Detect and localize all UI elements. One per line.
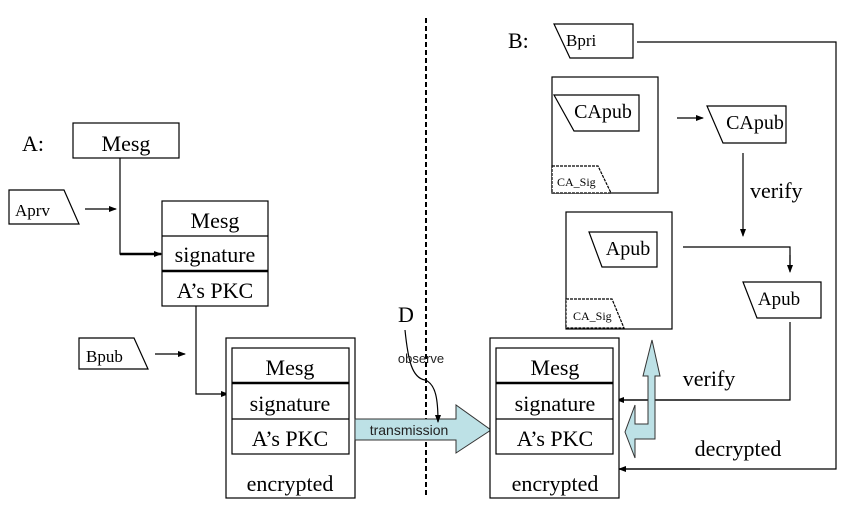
a-extract-line: [683, 246, 791, 270]
eavesdropper-d: D: [398, 302, 414, 327]
verify-ca-label: verify: [750, 178, 803, 203]
a-signed-packet: Mesg signature A’s PKC: [161, 200, 269, 307]
pkc-extract-arrow: [624, 339, 661, 459]
transmission-label: transmission: [370, 422, 449, 438]
enc-caption: encrypted: [247, 471, 334, 496]
recv-signature-row: signature: [515, 391, 596, 416]
encrypt-arrow: [195, 306, 229, 397]
extracted-ca-key-text: CApub: [726, 112, 784, 134]
a-mesg-text: Mesg: [102, 131, 151, 156]
party-b-label: B:: [508, 28, 529, 53]
a-private-key: Aprv: [8, 189, 80, 225]
ca-cert-key-text: CApub: [574, 101, 632, 123]
signed-mesg-row: Mesg: [191, 208, 240, 233]
ca-certificate: CApub CA_Sig: [551, 76, 659, 194]
aprv-text: Aprv: [15, 201, 50, 220]
enc-signature-row: signature: [250, 391, 331, 416]
a-mesg-box: Mesg: [72, 122, 180, 159]
signed-signature-row: signature: [175, 242, 256, 267]
verify-sig-label: verify: [683, 366, 736, 391]
b-public-key: Bpub: [78, 337, 149, 370]
a-cert-key-text: Apub: [606, 238, 650, 260]
signed-pkc-row: A’s PKC: [177, 278, 253, 303]
a-certificate: Apub CA_Sig: [565, 211, 673, 330]
a-encrypted-packet: Mesg signature A’s PKC encrypted: [225, 337, 356, 499]
decrypt-line: [619, 41, 837, 470]
recv-caption: encrypted: [512, 471, 599, 496]
enc-mesg-row: Mesg: [266, 355, 315, 380]
b-private-key: Bpri: [553, 23, 634, 59]
b-received-packet: Mesg signature A’s PKC encrypted: [489, 337, 620, 499]
mesg-to-sign-line: [119, 158, 162, 255]
extracted-a-key: Apub: [742, 281, 822, 319]
recv-pkc-row: A’s PKC: [517, 426, 593, 451]
party-a-label: A:: [22, 131, 44, 156]
recv-mesg-row: Mesg: [531, 355, 580, 380]
decrypted-label: decrypted: [695, 436, 782, 461]
bpri-text: Bpri: [566, 31, 597, 50]
a-cert-signature: CA_Sig: [573, 309, 612, 323]
bpub-text: Bpub: [86, 347, 123, 366]
observe-arrow: [404, 329, 441, 423]
extracted-ca-key: CApub: [706, 105, 787, 144]
ca-cert-signature: CA_Sig: [557, 175, 596, 189]
extracted-a-key-text: Apub: [758, 289, 800, 310]
observe-label: observe: [398, 351, 444, 366]
transmission-arrow: [354, 404, 492, 454]
enc-pkc-row: A’s PKC: [252, 426, 328, 451]
